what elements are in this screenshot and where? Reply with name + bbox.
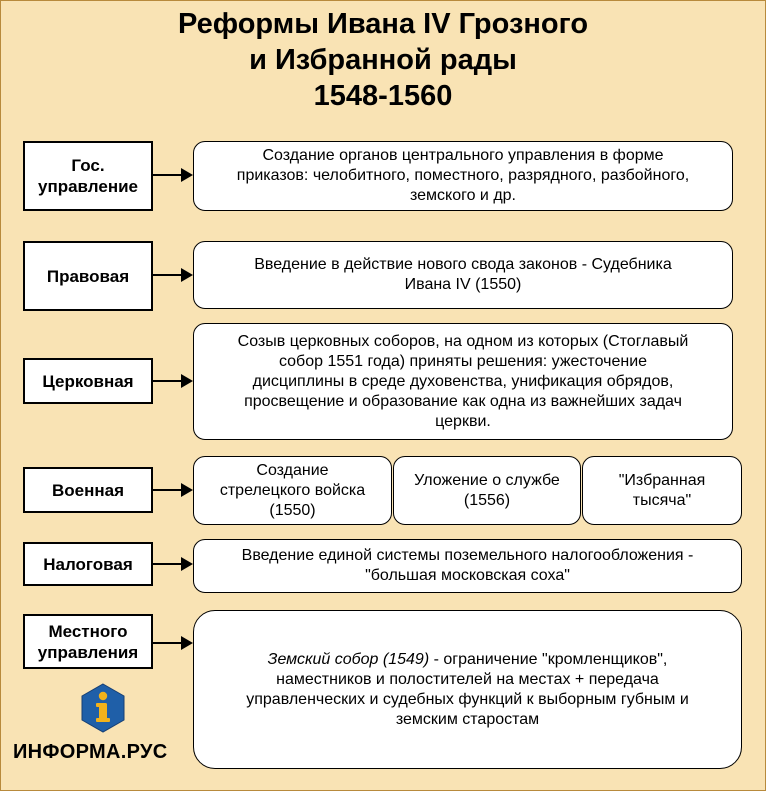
reform-description-box: "Избранная тысяча" [582, 456, 742, 525]
reform-description-box: Введение единой системы поземельного нал… [193, 539, 742, 593]
box-line: земским старостам [395, 710, 540, 728]
arrow-connector [153, 168, 193, 182]
info-logo-icon [80, 683, 126, 733]
box-line: (1556) [463, 491, 511, 509]
category-line: Местного [48, 621, 128, 641]
box-line: Введение в действие нового свода законов… [254, 256, 672, 273]
reform-description-box: Земский собор (1549) - ограничение "кром… [193, 610, 742, 769]
category-local-management: Местного управления [23, 614, 153, 669]
arrow-connector [153, 636, 193, 650]
category-line: Налоговая [43, 554, 133, 574]
box-line: Созыв церковных соборов, на одном из кот… [237, 332, 689, 350]
box-line: (1550) [269, 501, 316, 519]
brand-name: ИНФОРМА.РУС [13, 741, 168, 763]
category-line: Военная [51, 480, 125, 500]
box-line: Уложение о службе [414, 471, 560, 489]
reform-description-box: Уложение о службе (1556) [393, 456, 581, 525]
title-line-1: Реформы Ивана IV Грозного [177, 8, 589, 40]
box-line: приказов: челобитного, поместного, разря… [236, 167, 690, 184]
arrow-connector [153, 268, 193, 282]
box-line: просвещение и образование как одна из ва… [244, 392, 682, 410]
reform-description-box: Введение в действие нового свода законов… [193, 241, 733, 309]
title-line-3: 1548-1560 [313, 80, 453, 112]
box-line: Создание органов центрального управления… [262, 147, 664, 164]
reform-description-box: Создание органов центрального управления… [193, 141, 733, 211]
box-line: управленческих и судебных функций к выбо… [246, 690, 689, 708]
box-line: Земский собор (1549) - ограничение "кром… [246, 650, 689, 670]
box-line: Введение единой системы поземельного нал… [241, 547, 694, 564]
box-line: церкви. [435, 412, 491, 430]
category-line: Гос. [71, 156, 105, 175]
reform-description-box: Созыв церковных соборов, на одном из кот… [193, 323, 733, 440]
italic-prefix: Земский собор (1549) [267, 650, 430, 668]
category-military: Военная [23, 467, 153, 513]
title-line-2: и Избранной рады [249, 44, 517, 76]
category-gov-management: Гос. управление [23, 141, 153, 211]
arrow-connector [153, 483, 193, 497]
category-tax: Налоговая [23, 542, 153, 586]
arrow-connector [153, 374, 193, 388]
category-church: Церковная [23, 358, 153, 404]
category-line: Правовая [46, 266, 130, 286]
box-line: "большая московская соха" [365, 567, 570, 584]
box-line: "Избранная [618, 471, 706, 489]
box-line: тысяча" [632, 491, 692, 509]
diagram-title: Реформы Ивана IV Грозного и Избранной ра… [0, 6, 766, 114]
box-line: стрелецкого войска [219, 481, 366, 499]
reform-description-box: Создание стрелецкого войска (1550) [193, 456, 392, 525]
first-line-rest: - ограничение "кромленщиков", [429, 650, 668, 668]
box-line: Создание [256, 461, 329, 479]
box-line: дисциплины в среде духовенства, унификац… [252, 372, 674, 390]
info-logo-icon [81, 683, 125, 733]
box-line: земского и др. [409, 187, 516, 204]
box-line: Ивана IV (1550) [404, 276, 522, 293]
category-line: управления [37, 642, 139, 662]
arrow-connector [153, 557, 193, 571]
category-legal: Правовая [23, 241, 153, 311]
category-line: Церковная [42, 371, 134, 391]
box-line: собор 1551 года) приняты решения: ужесто… [278, 352, 648, 370]
category-line: управление [38, 177, 138, 196]
box-line: наместников и полостителей на местах + п… [276, 670, 659, 688]
